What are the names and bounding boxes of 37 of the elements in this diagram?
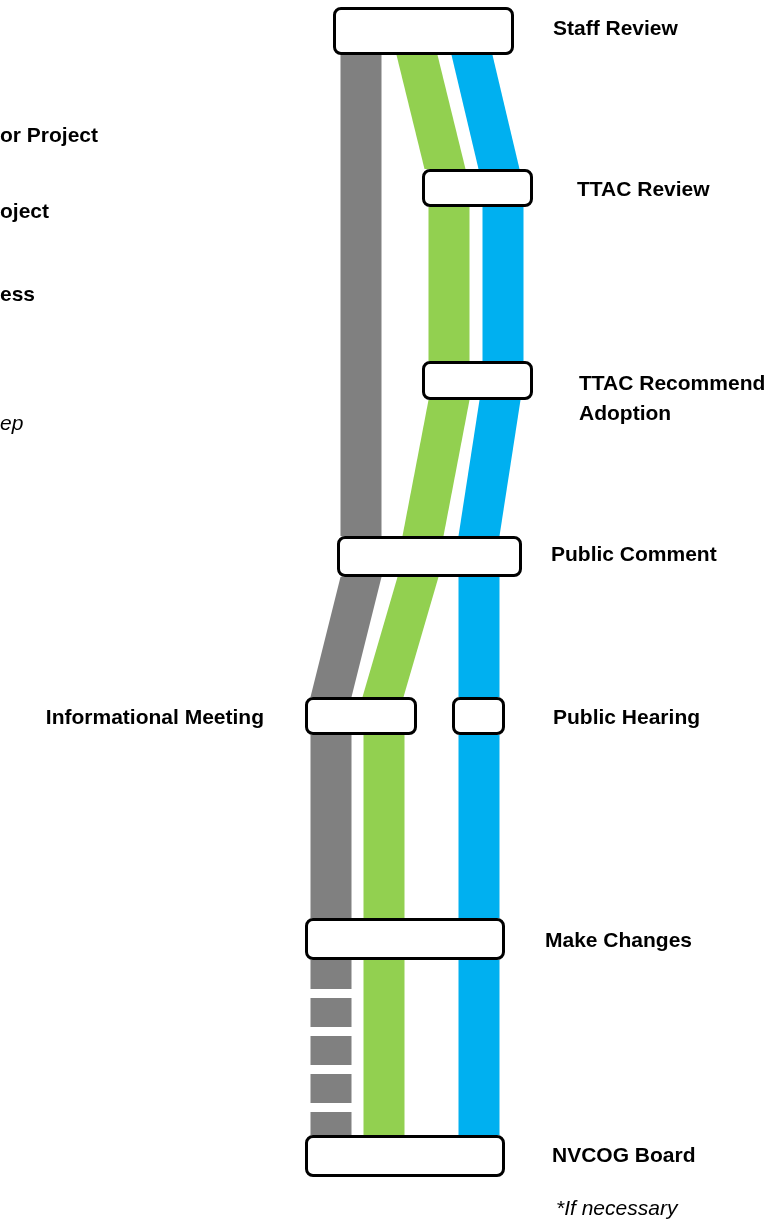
step-label: Informational Meeting [44, 704, 264, 730]
step-box [422, 169, 533, 207]
legend-text: oject [0, 198, 49, 224]
step-label: NVCOG Board [552, 1142, 697, 1168]
step-box [305, 697, 417, 735]
flow-band [363, 735, 405, 918]
step-label: Public Comment [551, 541, 718, 567]
step-box [305, 918, 505, 960]
step-label: Make Changes [545, 927, 694, 953]
note-text: *If necessary [556, 1195, 678, 1221]
flow-band [458, 960, 500, 1135]
flow-band [340, 55, 382, 536]
step-box [337, 536, 522, 577]
step-label: Staff Review [553, 15, 679, 41]
step-box [452, 697, 505, 735]
step-label: Public Hearing [553, 704, 702, 730]
step-box [305, 1135, 505, 1177]
flow-band [458, 577, 500, 697]
legend-text: or Project [0, 122, 99, 148]
flow-band [396, 55, 466, 169]
flow-band [458, 400, 521, 536]
flow-band [402, 400, 470, 536]
flow-band [310, 735, 352, 918]
flow-band [362, 577, 439, 697]
flow-band [363, 960, 405, 1135]
legend-text: ess [0, 281, 36, 307]
note-text: ep [0, 410, 24, 436]
step-label: TTAC Recommend Adoption [579, 370, 767, 426]
flow-band [310, 960, 352, 1135]
flow-band [451, 55, 520, 169]
flow-band [482, 207, 524, 361]
flow-band [428, 207, 470, 361]
step-box [333, 7, 514, 55]
step-label: TTAC Review [577, 176, 711, 202]
step-box [422, 361, 533, 400]
flow-band [458, 735, 500, 918]
flow-band [310, 577, 382, 697]
